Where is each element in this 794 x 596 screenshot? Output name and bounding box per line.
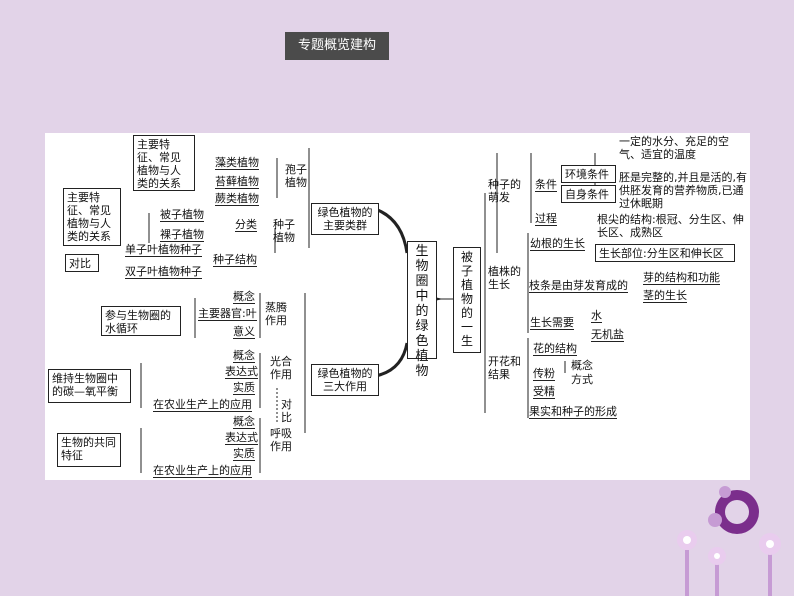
feature-note-box-2: 主要特征、常见植物与人类的关系 [63,188,121,246]
poll-way: 方式 [571,373,593,386]
germination-label: 种子的萌发 [488,178,524,204]
concept-map: 主要特征、常见植物与人类的关系 藻类植物 苔藓植物 蕨类植物 孢子植物 绿色植物… [45,133,750,480]
need-label: 生长需要 [530,316,574,330]
angiosperm-label: 被子植物 [160,208,204,222]
angiosperm-life-node: 被子植物的一生 [453,247,481,353]
apply-2: 在农业生产上的应用 [153,398,252,412]
flower-fruit-label: 开花和结果 [488,355,524,381]
plant-growth-label: 植株的生长 [488,265,524,291]
gymnosperm-label: 裸子植物 [160,228,204,242]
condition-label: 条件 [535,178,557,192]
transpiration-label: 蒸腾作用 [265,301,291,327]
apply-3: 在农业生产上的应用 [153,464,252,478]
concept-1: 概念 [233,290,255,304]
bud-label: 枝条是由芽发育成的 [529,279,628,293]
water-cycle-box: 参与生物圈的水循环 [101,306,181,336]
organ-label: 主要器官:叶 [198,307,257,321]
compare-box: 对比 [65,254,99,272]
section-title: 专题概览建构 [285,32,389,60]
fern-label: 蕨类植物 [215,192,259,206]
classify-label: 分类 [235,218,257,232]
fertilization-label: 受精 [533,385,555,399]
common-feature-box: 生物的共同特征 [57,433,121,467]
respiration-label: 呼吸作用 [270,427,296,453]
seed-structure-label: 种子结构 [213,253,257,267]
root-growth-label: 幼根的生长 [530,237,585,251]
decor-flowers [665,480,790,596]
main-group-box: 绿色植物的主要类群 [311,203,379,235]
process-label: 过程 [535,212,557,226]
meaning-label: 意义 [233,325,255,339]
root-node: 生物圈中的绿色植物 [407,241,437,359]
feature-note-box: 主要特征、常见植物与人类的关系 [133,135,195,191]
pollination-label: 传粉 [533,367,555,381]
fruit-seed-label: 果实和种子的形成 [529,405,617,419]
concept-3: 概念 [233,415,255,429]
monocot-seed-label: 单子叶植物种子 [125,243,202,257]
growth-site-box: 生长部位:分生区和伸长区 [595,244,735,262]
essence-3: 实质 [233,447,255,461]
stem-growth-label: 茎的生长 [643,289,687,303]
seed-plant-label: 种子植物 [273,218,297,244]
formula-3: 表达式 [225,431,258,445]
salt-label: 无机盐 [591,328,624,342]
poll-concept: 概念 [571,359,593,372]
compare-2: 对比 [281,398,293,424]
spore-label: 孢子植物 [285,163,309,189]
formula-2: 表达式 [225,365,258,379]
three-roles-box: 绿色植物的三大作用 [311,364,379,396]
flower-structure-label: 花的结构 [533,342,577,356]
moss-label: 苔藓植物 [215,175,259,189]
env-condition-box: 环境条件 [561,165,616,183]
essence-2: 实质 [233,381,255,395]
root-tip-structure: 根尖的结构:根冠、分生区、伸长区、成熟区 [597,213,747,239]
photosynthesis-label: 光合作用 [270,355,296,381]
concept-2: 概念 [233,349,255,363]
self-condition-box: 自身条件 [561,185,616,203]
carbon-box: 维持生物圈中的碳—氧平衡 [48,369,131,403]
bud-structure-label: 芽的结构和功能 [643,271,720,285]
env-detail: 一定的水分、充足的空气、适宜的温度 [619,135,745,161]
alga-label: 藻类植物 [215,156,259,170]
dicot-seed-label: 双子叶植物种子 [125,265,202,279]
water-label: 水 [591,309,602,323]
self-detail: 胚是完整的,并且是活的,有供胚发育的营养物质,已通过休眠期 [619,171,749,210]
